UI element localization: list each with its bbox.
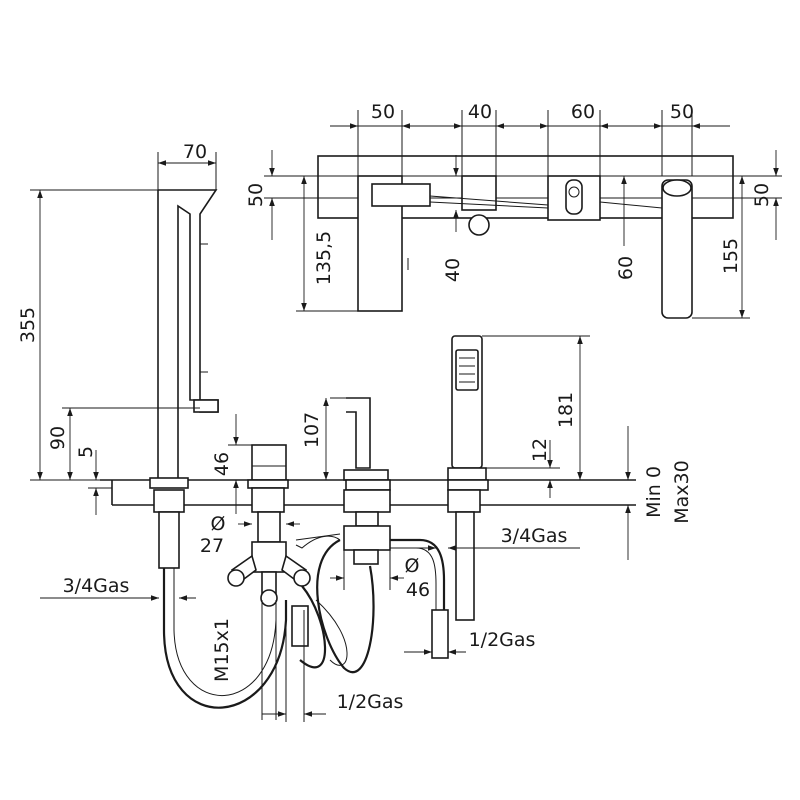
label-thread-bottom: 1/2Gas	[337, 691, 404, 713]
top-dim-depth-spout: 135,5	[313, 231, 335, 285]
top-dim-depth-4: 155	[720, 238, 742, 274]
handle-body	[251, 444, 287, 481]
top-dim-width-3: 60	[571, 101, 595, 123]
dim-shower-height: 181	[555, 392, 577, 428]
spout-shank	[158, 511, 180, 569]
hose-mid	[299, 585, 327, 669]
spout-nut	[153, 489, 185, 513]
top-view: 50 40 60 50 50 50 135,5 40 60 155	[245, 101, 782, 319]
dim-deck-min: Min 0	[643, 466, 665, 518]
top-dim-depth-3: 60	[615, 256, 637, 280]
top-dim-height-left: 50	[245, 183, 267, 207]
hose-shower	[390, 538, 446, 610]
valve-body	[251, 541, 287, 573]
top-deck-plate	[317, 155, 734, 219]
handle-nut	[251, 487, 285, 513]
top-dim-width-1: 50	[371, 101, 395, 123]
dim-dia-2-symbol: Ø	[405, 555, 420, 577]
dim-handle-height: 46	[211, 452, 233, 476]
top-spout-lever	[371, 183, 431, 207]
top-valve-2	[461, 175, 497, 211]
top-dim-depth-2: 40	[442, 258, 464, 282]
label-thread-shower: 1/2Gas	[469, 629, 536, 651]
dim-spout-height: 355	[17, 307, 39, 343]
shower-head-face	[455, 349, 479, 391]
hose-left	[162, 568, 288, 709]
diverter-nut	[343, 489, 391, 513]
top-dim-width-2: 40	[468, 101, 492, 123]
dim-spout-base: 5	[75, 446, 97, 458]
top-dim-width-4: 50	[670, 101, 694, 123]
dim-shower-base: 12	[529, 438, 551, 462]
top-valve-2-knob	[468, 214, 490, 236]
dim-dia-2-value: 46	[406, 579, 430, 601]
label-thread-right: 3/4Gas	[501, 525, 568, 547]
hose-diverter	[316, 539, 375, 674]
dim-dia-1-symbol: Ø	[211, 513, 226, 535]
diverter-body	[343, 525, 391, 551]
dim-spout-width: 70	[183, 141, 207, 163]
dim-dia-1-value: 27	[200, 535, 224, 557]
label-thread-m15: M15x1	[211, 618, 233, 682]
spout-profile	[158, 189, 219, 480]
shower-hose-guide	[455, 511, 475, 621]
diverter-lever	[346, 397, 371, 469]
top-shower-holder	[661, 179, 693, 319]
top-dim-height-right: 50	[751, 183, 773, 207]
spout-outlet	[193, 399, 219, 413]
shower-nut	[447, 489, 481, 513]
dim-deck-max: Max30	[671, 460, 693, 523]
label-thread-left: 3/4Gas	[63, 575, 130, 597]
side-view: 70 355 90 5 46	[17, 141, 693, 722]
dim-spout-outlet: 90	[47, 426, 69, 450]
dim-diverter-height: 107	[301, 412, 323, 448]
